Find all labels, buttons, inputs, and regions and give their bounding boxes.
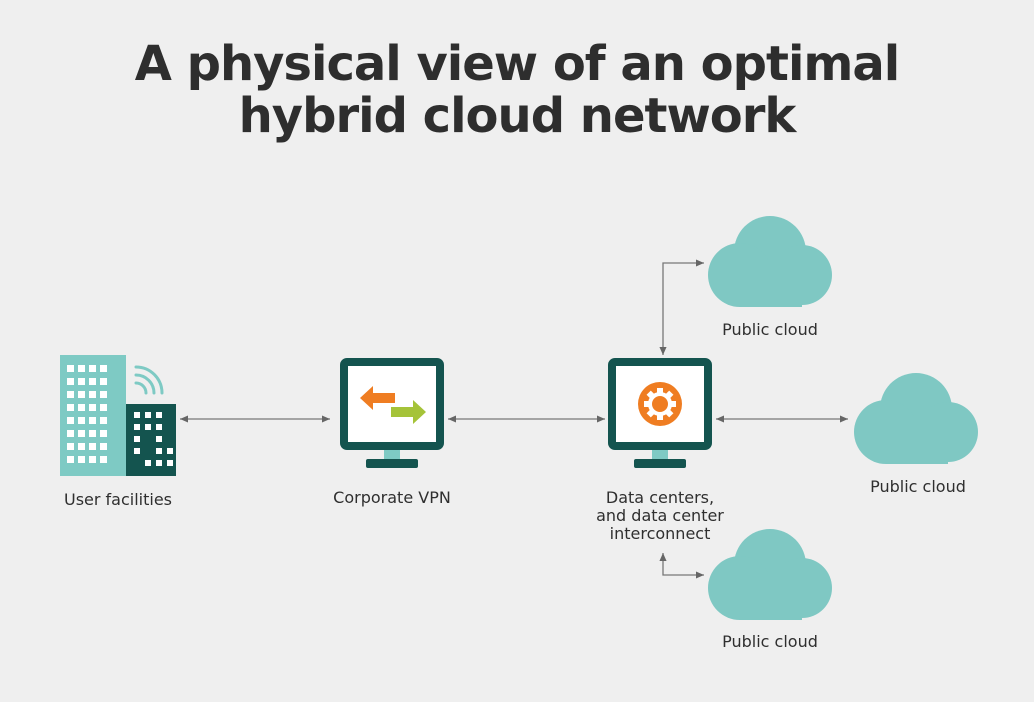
title-line-1: A physical view of an optimal [134, 36, 901, 92]
monitor-arrows-icon [340, 358, 444, 468]
label-data-centers: Data centers, and data center interconne… [570, 489, 750, 543]
wifi-icon [134, 365, 164, 395]
arrow-left-icon [360, 386, 395, 410]
building-icon [60, 355, 176, 476]
label-data-centers-line-2: and data center [596, 506, 724, 525]
label-cloud-right: Public cloud [870, 477, 966, 496]
connector-datacenter-cloud-bottom [659, 553, 704, 579]
label-cloud-top: Public cloud [722, 320, 818, 339]
cloud-icon-bottom [708, 529, 832, 620]
monitor-gear-icon [608, 358, 712, 468]
label-data-centers-line-1: Data centers, [605, 488, 715, 507]
gear-icon [638, 382, 682, 426]
label-data-centers-line-3: interconnect [609, 524, 711, 543]
arrow-right-icon [391, 400, 426, 424]
connectors [180, 259, 848, 579]
cloud-icon-top [708, 216, 832, 307]
label-user-facilities: User facilities [63, 490, 173, 509]
title-line-2: hybrid cloud network [238, 88, 797, 144]
connector-datacenter-cloud-top [659, 259, 704, 355]
label-corporate-vpn: Corporate VPN [333, 488, 451, 507]
cloud-icon-right [854, 373, 978, 464]
page-title: A physical view of an optimal hybrid clo… [0, 38, 1034, 142]
label-cloud-bottom: Public cloud [722, 632, 818, 651]
